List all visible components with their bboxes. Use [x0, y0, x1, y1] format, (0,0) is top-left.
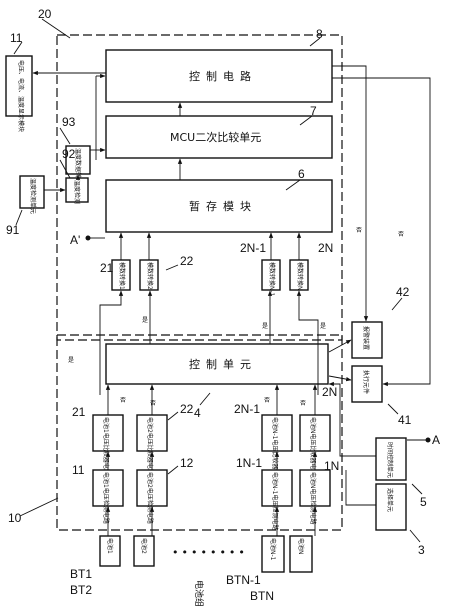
top-converter-n1-label: 模数转换N-1: [268, 262, 276, 297]
yes-label-5: 否: [398, 231, 404, 238]
detector-1-label: 电池1电压检测电路: [102, 472, 110, 524]
a-prime-label: A': [70, 233, 80, 247]
battery-1-label: 电池1: [106, 538, 114, 554]
ref-12: 12: [180, 456, 194, 470]
select-box: [375, 483, 407, 531]
battery-dots: ••••••••: [172, 546, 248, 559]
timer-label: 时间控制单元: [386, 442, 394, 478]
ref-1n: 1N: [324, 459, 339, 473]
detector-2-label: 电池2电压检测电路: [146, 472, 154, 524]
comparator-n-label: 电池N电压比较器电路: [309, 417, 317, 476]
bt2-label: BT2: [70, 583, 92, 597]
comparator-n1-label: 电池N-1电压比较器电路: [271, 417, 279, 481]
temp-detect-label: 温度检测: [73, 180, 81, 204]
top-converter-1-label: 模数转换1: [118, 262, 126, 290]
control-circuit-label: 控制电路: [189, 69, 257, 83]
ref-22-bottom: 22: [180, 402, 194, 416]
no-label-1: 否: [120, 397, 126, 404]
module-10-border: [56, 334, 343, 531]
comparator-n1: [261, 414, 293, 452]
bt1-label: BT1: [70, 567, 92, 581]
ref-3: 3: [418, 543, 425, 557]
yes-label-2: 是: [68, 357, 74, 364]
battery-n: [289, 535, 313, 573]
ref-11-top: 11: [10, 31, 23, 45]
ref-22-top: 22: [180, 254, 194, 268]
battery-2-label: 电池2: [140, 538, 148, 554]
battery-n-label: 电池N: [297, 538, 305, 555]
ref-92: 92: [62, 147, 76, 161]
module-20-border: [56, 34, 343, 341]
top-converter-n-label: 模数转换N: [296, 262, 304, 291]
comparator-1-label: 电池1电压比较器电路: [102, 417, 110, 475]
a-label: A: [432, 433, 440, 447]
detector-n: [299, 469, 331, 507]
temp-detect-unit-box: [19, 175, 45, 209]
ref-11-bottom: 11: [72, 463, 85, 477]
temp-storage-label: 暂存模块: [189, 199, 257, 213]
battery-n1: [261, 535, 285, 573]
ref-5: 5: [420, 495, 427, 509]
yes-label-4: 是: [320, 323, 326, 330]
display-module-label: 电压、电流、温度显示模块: [17, 60, 25, 132]
ref-93: 93: [62, 115, 76, 129]
ref-21-top: 21: [100, 261, 114, 275]
yes-label-3: 是: [262, 323, 268, 330]
control-unit-box: [105, 343, 329, 385]
btn1-label: BTN-1: [226, 573, 261, 587]
btn-label: BTN: [250, 589, 274, 603]
ref-10: 10: [8, 511, 22, 525]
comparator-2-label: 电池2电压比较器电路: [146, 417, 154, 475]
ref-6: 6: [298, 167, 305, 181]
top-converter-2-label: 模数转换2: [146, 262, 154, 290]
ref-1n1: 1N-1: [236, 456, 262, 470]
ref-41: 41: [398, 413, 412, 427]
no-label-2: 否: [150, 400, 156, 407]
timer-box: [375, 437, 407, 481]
detector-n1-label: 电池N-1电压检测电路: [271, 472, 279, 530]
temp-convert-box: [65, 145, 91, 175]
control-unit-label: 控制单元: [189, 357, 257, 371]
ref-91: 91: [6, 223, 20, 237]
temp-detect-unit-label: 温度检测单元: [29, 178, 37, 214]
battery-group-label: 电池组: [193, 580, 205, 606]
ref-2n1-bottom: 2N-1: [234, 402, 260, 416]
detector-n-label: 电池N电压检测电路: [309, 472, 317, 525]
exec-box: [351, 365, 383, 403]
battery-2: [133, 535, 155, 567]
ref-7: 7: [310, 104, 317, 118]
mcu-compare-label: MCU二次比较单元: [170, 130, 261, 144]
battery-n1-label: 电池N-1: [269, 538, 277, 561]
alarm-label: 报警装置: [362, 326, 370, 350]
yes-label-1: 是: [142, 317, 148, 324]
ref-20: 20: [38, 7, 52, 21]
temp-convert-label: 温度数据转换模块: [74, 148, 82, 196]
ref-42: 42: [396, 285, 410, 299]
ref-2n-top: 2N: [318, 241, 333, 255]
display-module-box: [5, 55, 33, 117]
ref-2n1-top: 2N-1: [240, 241, 266, 255]
ref-2n-bottom: 2N: [322, 385, 337, 399]
ref-8: 8: [316, 27, 323, 41]
control-circuit-box: [105, 49, 333, 103]
ref-4: 4: [194, 406, 201, 420]
battery-1: [99, 535, 121, 567]
ref-21-bottom: 21: [72, 405, 86, 419]
no-label-3: 否: [264, 397, 270, 404]
exec-label: 执行元件: [362, 370, 370, 394]
mcu-compare-box: [105, 115, 333, 159]
select-label: 选择单元: [386, 488, 394, 512]
no-label-5: 否: [356, 227, 362, 234]
no-label-4: 否: [300, 400, 306, 407]
alarm-box: [351, 321, 383, 359]
temp-storage-box: [105, 179, 333, 233]
